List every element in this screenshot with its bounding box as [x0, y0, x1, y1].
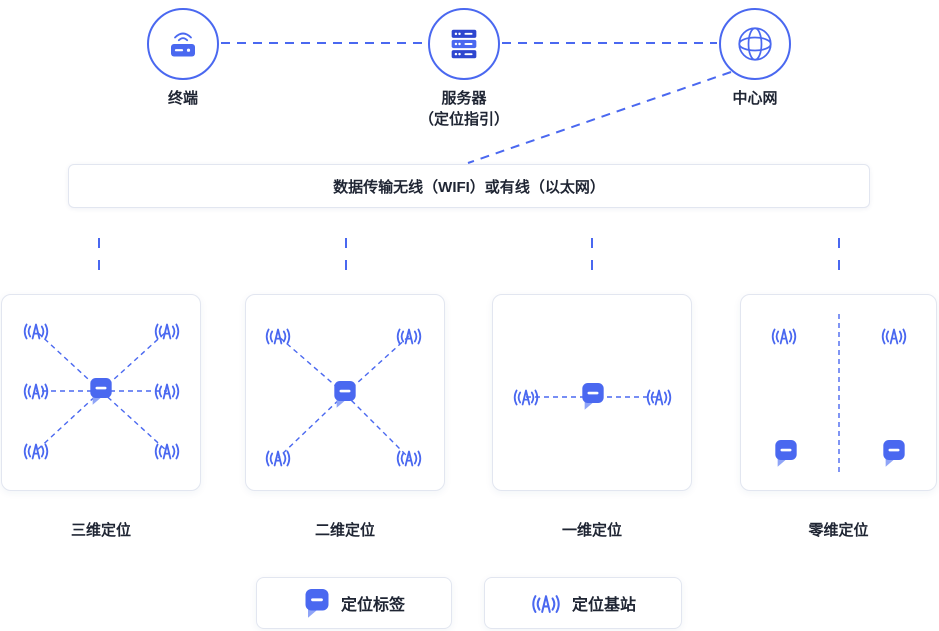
base-station-icon — [22, 379, 50, 403]
tag-icon — [88, 376, 114, 406]
tag-icon — [303, 587, 331, 619]
panel-1d-positioning — [492, 294, 692, 491]
tag-icon — [773, 438, 799, 468]
terminal-icon — [163, 24, 203, 64]
legend-tag-label: 定位标签 — [340, 597, 405, 614]
panel-3d-positioning — [1, 294, 201, 491]
transmission-bus: 数据传输无线（WIFI）或有线（以太网） — [68, 164, 870, 208]
panel-0d-label: 零维定位 — [808, 522, 869, 539]
legend-tag-item: 定位标签 — [256, 577, 452, 629]
panel-0d-positioning — [740, 294, 937, 491]
legend-base-station-label: 定位基站 — [571, 597, 636, 614]
base-station-icon — [22, 439, 50, 463]
base-station-icon — [395, 446, 423, 470]
legend-base-station-item: 定位基站 — [484, 577, 682, 629]
base-station-icon — [645, 385, 673, 409]
base-station-icon — [22, 319, 50, 343]
panel-2d-label: 二维定位 — [314, 522, 375, 539]
terminal-label: 终端 — [167, 90, 198, 107]
panel-2d-positioning — [245, 294, 445, 491]
tag-icon — [881, 438, 907, 468]
network-globe-icon — [734, 23, 776, 65]
base-station-icon — [264, 324, 292, 348]
transmission-bus-label: 数据传输无线（WIFI）或有线（以太网） — [333, 178, 605, 196]
terminal-node — [147, 8, 219, 80]
base-station-icon — [395, 324, 423, 348]
server-label: 服务器 （定位指引） — [418, 90, 509, 128]
panel-3d-label: 三维定位 — [70, 522, 131, 539]
base-station-icon — [530, 590, 562, 617]
base-station-icon — [264, 446, 292, 470]
panel-1d-label: 一维定位 — [561, 522, 622, 539]
base-station-icon — [153, 439, 181, 463]
base-station-icon — [153, 379, 181, 403]
base-station-icon — [770, 324, 798, 348]
server-icon — [445, 25, 483, 63]
tag-icon — [580, 381, 606, 411]
base-station-icon — [153, 319, 181, 343]
base-station-icon — [880, 324, 908, 348]
tag-icon — [332, 379, 358, 409]
base-station-icon — [512, 385, 540, 409]
panel-2d-lines — [277, 335, 410, 459]
central-network-node — [719, 8, 791, 80]
central-network-label: 中心网 — [732, 90, 778, 107]
server-node — [428, 8, 500, 80]
